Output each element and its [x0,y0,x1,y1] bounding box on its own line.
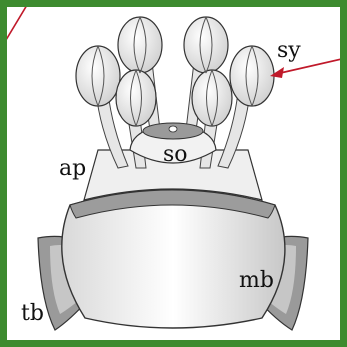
anther-front-right [192,70,232,126]
anther-left [76,46,120,106]
anther-back-left [118,17,162,73]
anther-right [230,46,274,106]
anther-front-left [116,70,156,126]
stigma-pore [169,126,177,132]
label-tb: tb [21,303,44,325]
label-sy: sy [277,40,301,62]
label-so: so [163,144,188,166]
label-ap: ap [59,158,86,180]
pointer-line-topleft [7,7,30,50]
anther-back-right [184,17,228,73]
diagram-panel: sy so ap mb tb [7,7,340,340]
label-mb: mb [239,270,274,292]
